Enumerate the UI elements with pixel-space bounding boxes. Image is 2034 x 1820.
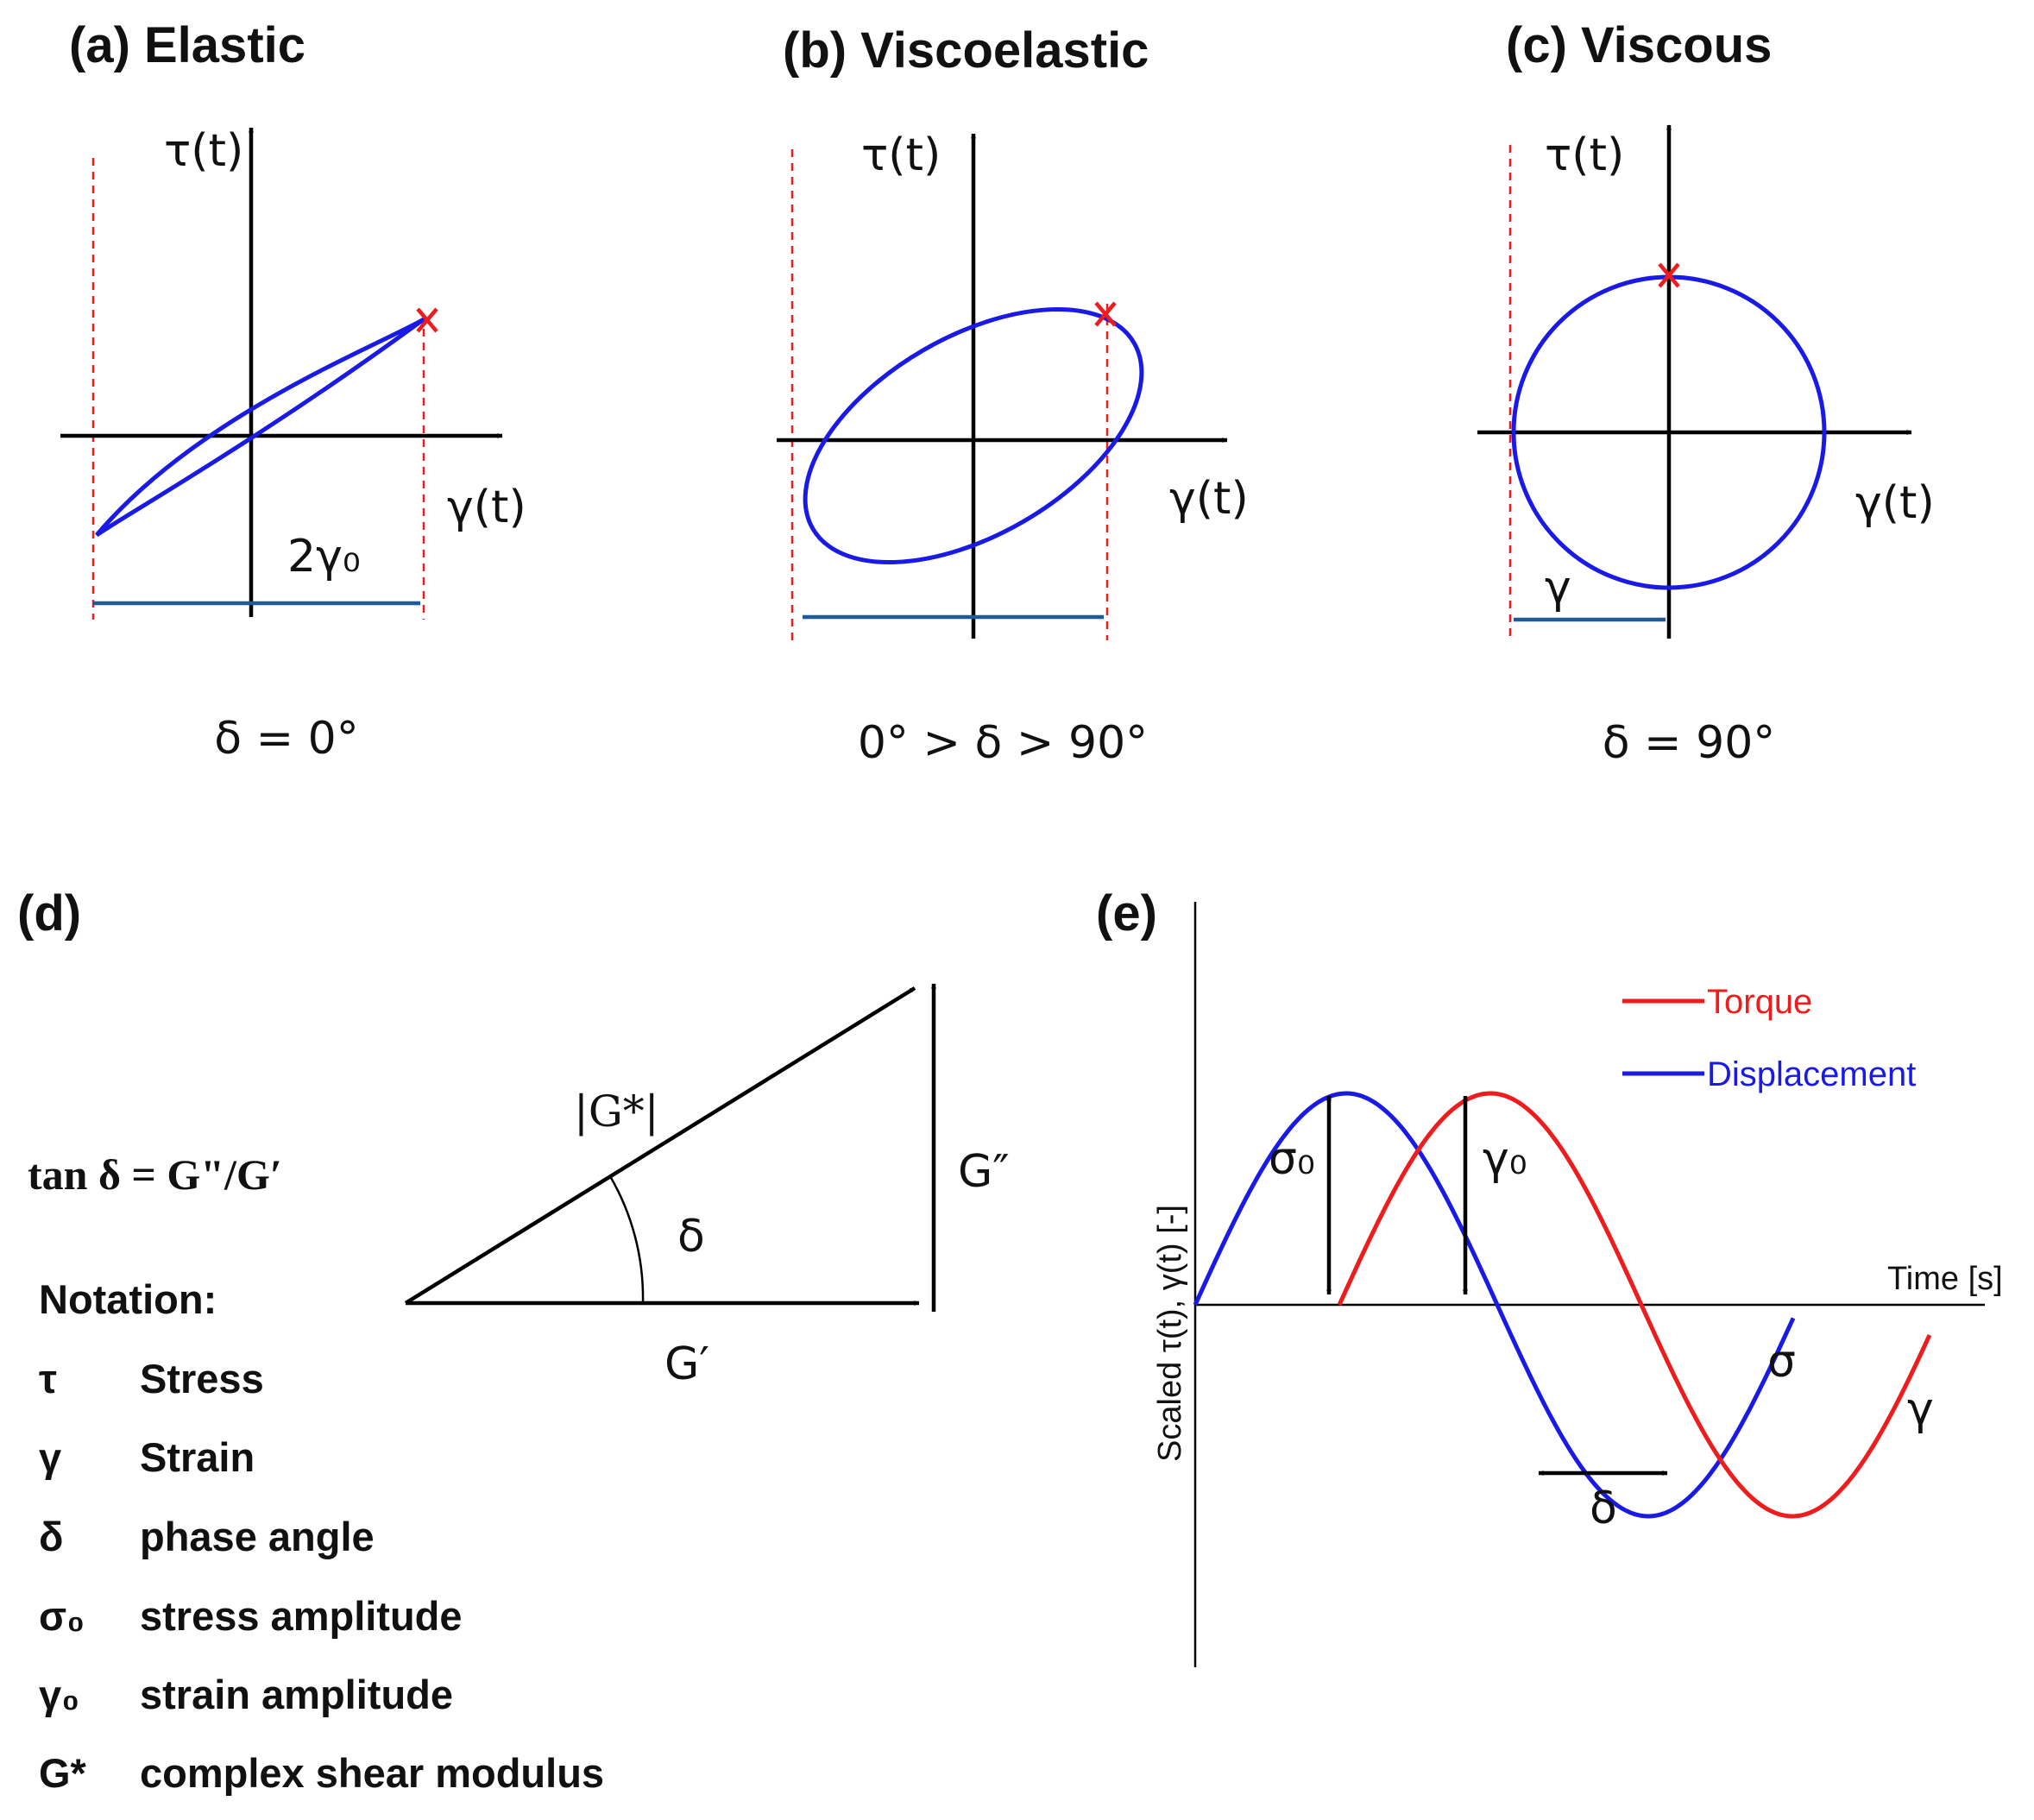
- gamma-axis-label: γ(t): [1855, 477, 1935, 529]
- stress-curve-label: σ: [1767, 1336, 1796, 1388]
- gamma-axis-label: γ(t): [1169, 473, 1249, 525]
- legend-displacement-label: Displacement: [1707, 1055, 1916, 1093]
- phase-condition: δ = 0°: [214, 713, 359, 765]
- panel-viscous: (c) Viscous τ(t) γ(t) γ δ = 90°: [1477, 17, 1935, 769]
- notation-title: Notation:: [39, 1276, 217, 1322]
- hysteresis-loop: [803, 306, 1144, 565]
- notation-symbol: γ₀: [39, 1672, 79, 1717]
- stress-amplitude-label: σ₀: [1269, 1133, 1315, 1185]
- panel-c-title: (c) Viscous: [1506, 17, 1772, 73]
- notation-meaning: stress amplitude: [140, 1593, 463, 1639]
- notation-symbol: σ₀: [39, 1593, 85, 1639]
- notation-meaning: complex shear modulus: [140, 1750, 604, 1796]
- tan-delta-formula: tan δ = G"/G′: [28, 1150, 282, 1199]
- legend-torque-label: Torque: [1707, 983, 1812, 1021]
- storage-modulus-label: G′: [664, 1338, 709, 1390]
- panel-d-title: (d): [17, 885, 81, 941]
- panel-complex-modulus: (d) tan δ = G"/G′ |G*| δ G″ G′ Notation:…: [17, 885, 1010, 1796]
- notation-symbol: δ: [39, 1514, 64, 1559]
- legend: Torque Displacement: [1622, 983, 1916, 1093]
- notation-symbol: γ: [39, 1434, 61, 1480]
- panel-elastic: (a) Elastic τ(t) γ(t) 2γ₀ δ = 0°: [60, 17, 526, 765]
- displacement-curve: [1193, 1091, 1796, 1519]
- notation-symbol: τ: [39, 1356, 57, 1401]
- notation-meaning: strain amplitude: [140, 1672, 453, 1717]
- signal-axis-label: Scaled τ(t), γ(t) [-]: [1152, 1205, 1188, 1462]
- width-label: 2γ₀: [287, 531, 361, 583]
- strain-curve-label: γ: [1907, 1383, 1934, 1435]
- notation-meaning: phase angle: [140, 1514, 375, 1559]
- phase-shift-label: δ: [1590, 1483, 1617, 1534]
- torque-curve: [1337, 1091, 1932, 1519]
- phase-condition: δ = 90°: [1603, 717, 1776, 769]
- notation-symbol: G*: [39, 1750, 87, 1796]
- panel-time-signals: (e) Time [s] Scaled τ(t), γ(t) [-] σ₀ γ₀…: [1096, 885, 2003, 1667]
- strain-amplitude-label: γ₀: [1483, 1133, 1527, 1185]
- panel-a-title: (a) Elastic: [69, 17, 305, 73]
- notation-meaning: Stress: [140, 1356, 264, 1401]
- panel-e-title: (e): [1096, 885, 1157, 941]
- panel-viscoelastic: (b) Viscoelastic τ(t) γ(t) 0° > δ > 90°: [777, 22, 1249, 769]
- gamma-axis-label: γ(t): [447, 482, 526, 533]
- phase-angle-label: δ: [677, 1211, 705, 1263]
- max-point-marker: [1658, 262, 1680, 288]
- time-axis-label: Time [s]: [1887, 1261, 2003, 1297]
- tau-axis-label: τ(t): [861, 129, 941, 181]
- complex-modulus-label: |G*|: [574, 1086, 659, 1137]
- complex-modulus-arrow: [404, 986, 916, 1305]
- phase-condition: 0° > δ > 90°: [858, 717, 1148, 769]
- max-point-marker: [1094, 301, 1117, 327]
- tau-axis-label: τ(t): [1545, 129, 1624, 181]
- panel-b-title: (b) Viscoelastic: [783, 22, 1149, 79]
- max-point-marker: [416, 307, 438, 333]
- width-label: γ: [1545, 562, 1571, 614]
- phase-angle-arc: [608, 1175, 645, 1304]
- hysteresis-loop: [95, 317, 425, 538]
- tau-axis-label: τ(t): [164, 125, 243, 177]
- loss-modulus-label: G″: [958, 1146, 1010, 1198]
- notation-meaning: Strain: [140, 1434, 255, 1480]
- notation-list: τ Stress γ Strain δ phase angle σ₀ stres…: [39, 1356, 604, 1796]
